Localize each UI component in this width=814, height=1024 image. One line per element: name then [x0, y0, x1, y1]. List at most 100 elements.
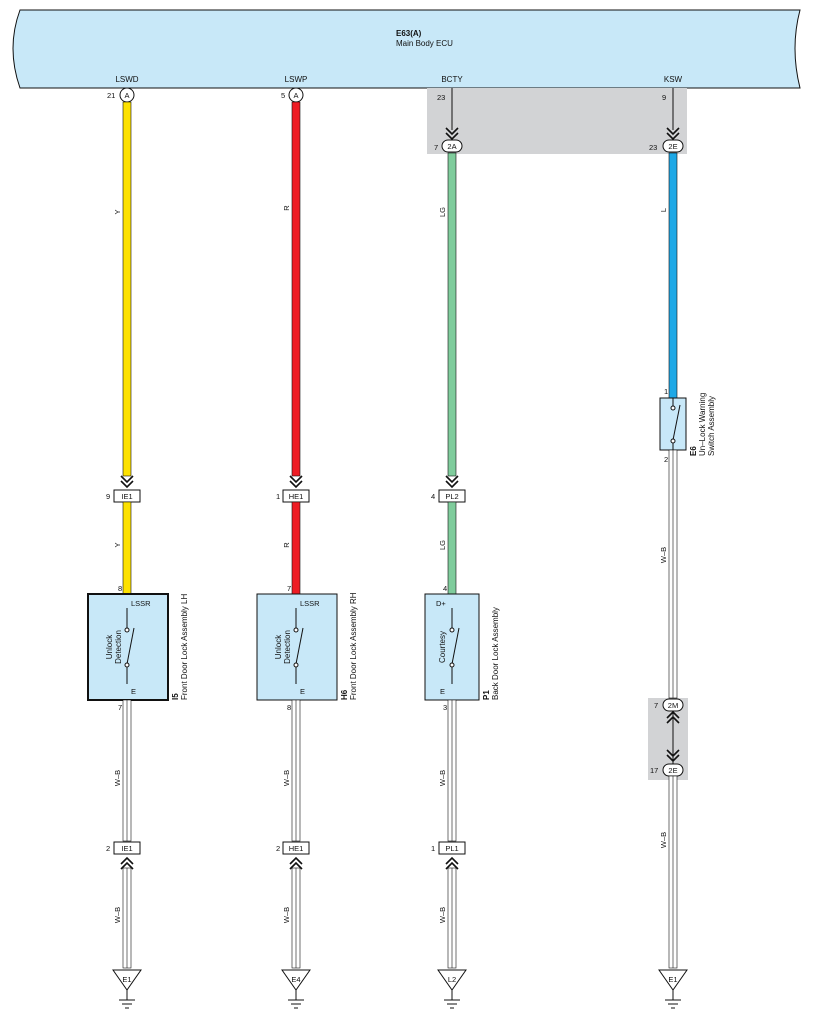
junction-ie1: [113, 841, 141, 855]
wire-label: W–B: [282, 907, 291, 923]
component-terminal-top: D+: [436, 599, 446, 608]
component-terminal-top: LSSR: [131, 599, 151, 608]
connector-label: 2E: [668, 766, 677, 775]
component-function: Detection: [114, 630, 123, 664]
wire-label: LG: [438, 540, 447, 550]
circuit-ksw: 9 23 2E L 1 2 E6 Un–Lock Warning Switch …: [649, 88, 716, 1009]
ground-label: E4: [291, 975, 300, 984]
ground-triangle: [281, 969, 311, 991]
ground-triangle: [437, 969, 467, 991]
wire-y-upper: [122, 101, 132, 477]
pin-label: 2: [664, 455, 668, 464]
pin-label: 4: [431, 492, 435, 501]
switch-code: E6: [689, 446, 698, 456]
component-name: Back Door Lock Assembly: [491, 607, 500, 700]
ground-triangle: [658, 969, 688, 991]
junction-label: PL2: [445, 492, 458, 501]
circuit-lswp: 5 A R 1 HE1 R 7 LSSR Unlock Detection E …: [256, 87, 358, 1009]
wire-label: W–B: [438, 770, 447, 786]
pin-label: 1: [431, 844, 435, 853]
shaded-area-top: [427, 88, 687, 154]
wire-lg-lower: [447, 501, 457, 595]
component-front-door-lock-lh: [87, 593, 169, 701]
ground-icon: [119, 990, 135, 1009]
component-name: Front Door Lock Assembly LH: [180, 594, 189, 700]
chevron-down-icon: [666, 127, 680, 141]
wire-label: W–B: [282, 770, 291, 786]
junction-label: IE1: [121, 492, 132, 501]
pin-label: 1: [664, 387, 668, 396]
switch-contact: [670, 438, 676, 444]
connector-label: 2A: [447, 142, 456, 151]
switch-contact: [124, 662, 130, 668]
chevron-up-icon: [120, 856, 134, 870]
component-terminal-bot: E: [300, 687, 305, 696]
pin-label: 7: [434, 143, 438, 152]
junction-label: IE1: [121, 844, 132, 853]
wire-label: Y: [113, 542, 122, 547]
wire-label: W–B: [113, 907, 122, 923]
ground-label: E1: [122, 975, 131, 984]
component-function: Unlock: [105, 634, 114, 659]
wire-label: R: [282, 205, 291, 211]
switch-contact: [670, 405, 676, 411]
wire-l: [668, 152, 678, 399]
junction-label: PL1: [445, 844, 458, 853]
wire-label: W–B: [659, 547, 668, 563]
wire-label: W–B: [659, 832, 668, 848]
wire-label: W–B: [438, 907, 447, 923]
connector-2a: [441, 139, 463, 153]
pin-label: 23: [649, 143, 657, 152]
component-terminal-top: LSSR: [300, 599, 320, 608]
component-function: Courtesy: [438, 631, 447, 663]
connector-label: 2E: [668, 142, 677, 151]
wire-r-upper: [291, 101, 301, 477]
wire-lg-upper: [447, 152, 457, 477]
pin-label: 2: [276, 844, 280, 853]
ecu-box: [12, 9, 801, 89]
ground-triangle: [112, 969, 142, 991]
switch-name: Un–Lock Warning: [698, 393, 707, 456]
chevron-down-icon: [666, 749, 680, 763]
pin-label: 1: [276, 492, 280, 501]
component-function: Detection: [283, 630, 292, 664]
component-front-door-lock-rh: [256, 593, 338, 701]
circuit-bcty: 23 7 2A LG 4 PL2 LG 4 D+ Courtesy E 3 P1…: [424, 88, 500, 1009]
connector-label: 2M: [668, 701, 678, 710]
connector-2e: [662, 139, 684, 153]
switch-contact: [449, 662, 455, 668]
terminal-lswp: LSWP: [285, 75, 308, 84]
pin-label: 7: [287, 584, 291, 593]
chevron-down-icon: [445, 127, 459, 141]
wire-label: Y: [113, 209, 122, 214]
wire-label: LG: [438, 207, 447, 217]
junction-label: HE1: [289, 492, 304, 501]
component-code: H6: [340, 689, 349, 700]
ecu-code: E63(A): [396, 29, 422, 38]
component-terminal-bot: E: [440, 687, 445, 696]
chevron-up-icon: [445, 856, 459, 870]
pin-label: 17: [650, 766, 658, 775]
ground-icon: [288, 990, 304, 1009]
pin-label: 9: [662, 93, 666, 102]
ground-label: L2: [448, 975, 456, 984]
chevron-down-icon: [120, 475, 134, 489]
pin-label: 23: [437, 93, 445, 102]
junction-pl1: [438, 841, 466, 855]
component-code: I5: [171, 693, 180, 700]
chevron-down-icon: [445, 475, 459, 489]
switch-name: Switch Assembly: [707, 396, 716, 456]
component-function: Unlock: [274, 634, 283, 659]
pin-label: 9: [106, 492, 110, 501]
chevron-up-icon: [666, 710, 680, 724]
ground-icon: [444, 990, 460, 1009]
pin-label: 4: [443, 584, 447, 593]
pin-label: 8: [118, 584, 122, 593]
circuit-lswd: 21 A Y 9 IE1 Y 8 LSSR Unlock Detection E…: [87, 87, 189, 1009]
terminal-ksw: KSW: [664, 75, 683, 84]
ground-label: E1: [668, 975, 677, 984]
junction-he1: [282, 841, 310, 855]
chevron-up-icon: [289, 856, 303, 870]
component-terminal-bot: E: [131, 687, 136, 696]
